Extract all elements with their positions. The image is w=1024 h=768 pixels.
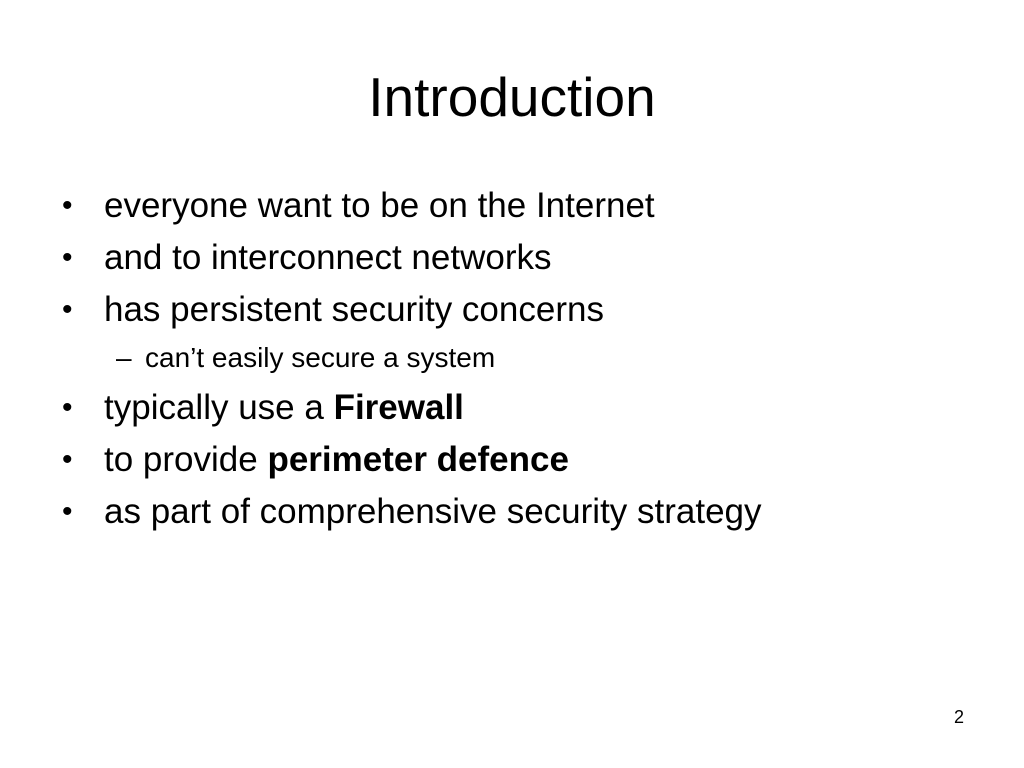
page-number: 2 <box>953 707 964 727</box>
bullet-text: as part of comprehensive security strate… <box>104 492 762 531</box>
bullet-marker: • <box>62 293 73 326</box>
bullet-item: • typically use a Firewall <box>58 386 464 430</box>
slide-title: Introduction <box>368 66 656 128</box>
bullet-item: • and to interconnect networks <box>58 236 551 280</box>
bullet-marker: • <box>62 495 73 528</box>
bullet-text: has persistent security concerns <box>104 290 604 329</box>
sub-bullet-text: can’t easily secure a system <box>145 342 496 373</box>
bullet-text-bold: Firewall <box>333 388 464 427</box>
bullet-item: • has persistent security concerns <box>58 288 604 332</box>
bullet-text: and to interconnect networks <box>104 238 552 277</box>
bullet-text-bold: perimeter defence <box>267 440 569 479</box>
sub-bullet-item: – can’t easily secure a system <box>116 340 495 376</box>
bullet-marker: • <box>62 391 73 424</box>
sub-bullet-marker: – <box>116 342 132 373</box>
bullet-item: • as part of comprehensive security stra… <box>58 490 762 534</box>
bullet-text: typically use a Firewall <box>104 388 464 428</box>
bullet-marker: • <box>62 241 73 274</box>
bullet-item: • to provide perimeter defence <box>58 438 569 482</box>
bullet-text: everyone want to be on the Internet <box>104 186 655 225</box>
bullet-text-regular: typically use a <box>104 388 334 427</box>
bullet-marker: • <box>62 443 73 476</box>
bullet-marker: • <box>62 189 73 222</box>
bullet-text: to provide perimeter defence <box>104 440 569 480</box>
bullet-text-regular: to provide <box>104 440 268 479</box>
bullet-item: • everyone want to be on the Internet <box>58 184 655 228</box>
